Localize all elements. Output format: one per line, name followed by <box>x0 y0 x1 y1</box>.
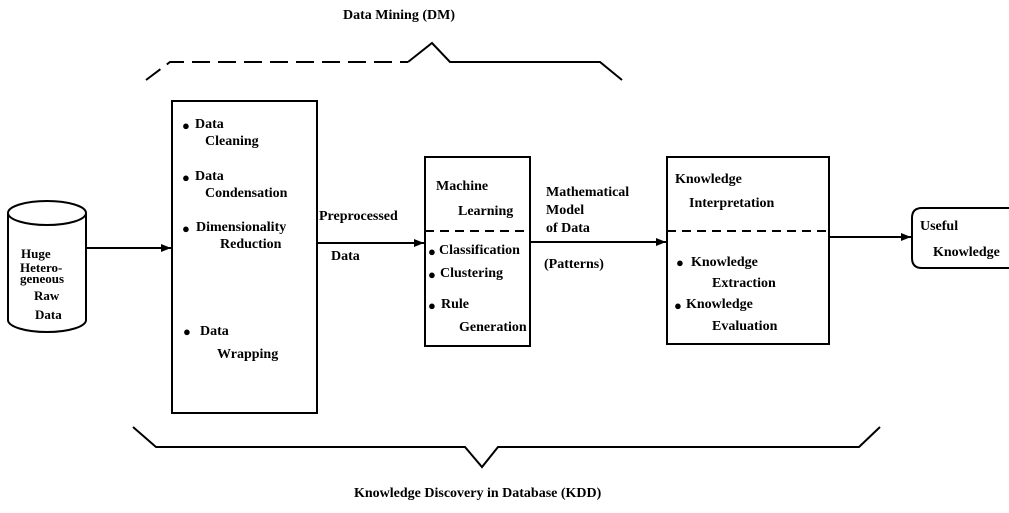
dm-bracket-solid <box>407 41 623 81</box>
ml-title-b: Learning <box>458 204 514 219</box>
raw-data-cylinder <box>7 200 87 333</box>
ml-item2: Clustering <box>440 266 503 281</box>
machine-learning-box <box>424 156 531 347</box>
knowledge-item2-b: Evaluation <box>712 319 778 334</box>
kdd-bracket <box>132 426 881 469</box>
bullet-icon: ● <box>428 298 436 313</box>
raw-data-line2: Hetero- <box>20 260 63 275</box>
bullet-icon: ● <box>676 255 684 270</box>
model-label-4: (Patterns) <box>544 257 604 272</box>
ml-item3-a: Rule <box>441 297 469 312</box>
knowledge-box <box>666 156 830 345</box>
dm-bracket-dashed <box>145 61 408 81</box>
model-label-3: of Data <box>546 221 590 236</box>
bullet-icon: ● <box>674 298 682 313</box>
knowledge-item1-b: Extraction <box>712 276 776 291</box>
ml-item3-b: Generation <box>459 320 527 335</box>
raw-data-line5: Data <box>35 307 62 322</box>
preprocess-item3-b: Reduction <box>220 237 282 252</box>
knowledge-title-b: Interpretation <box>689 196 775 211</box>
preprocess-item2-a: Data <box>195 169 224 184</box>
kdd-title: Knowledge Discovery in Database (KDD) <box>354 486 602 501</box>
raw-data-line4: Raw <box>34 288 60 303</box>
raw-data-line3: geneous <box>20 271 65 286</box>
model-label-1: Mathematical <box>546 185 630 200</box>
knowledge-item2-a: Knowledge <box>686 297 753 312</box>
preprocessing-box <box>171 100 318 414</box>
bullet-icon: ● <box>182 221 190 236</box>
knowledge-title-a: Knowledge <box>675 172 742 187</box>
dm-title: Data Mining (DM) <box>343 8 455 23</box>
bullet-icon: ● <box>428 267 436 282</box>
preprocess-item2-b: Condensation <box>205 186 288 201</box>
ml-item1: Classification <box>439 243 520 258</box>
useful-knowledge-box <box>911 207 1009 269</box>
preprocess-item1-a: Data <box>195 117 224 132</box>
useful-label-2: Knowledge <box>933 245 1000 260</box>
preprocessed-label-2: Data <box>331 249 360 264</box>
preprocess-item4-a: Data <box>200 324 229 339</box>
bullet-icon: ● <box>183 324 191 339</box>
ml-title-a: Machine <box>436 179 489 194</box>
knowledge-item1-a: Knowledge <box>691 255 758 270</box>
bullet-icon: ● <box>182 118 190 133</box>
useful-label-1: Useful <box>920 219 959 234</box>
preprocess-item3-a: Dimensionality <box>196 220 287 235</box>
raw-data-line1: Huge <box>21 246 51 261</box>
preprocess-item1-b: Cleaning <box>205 134 259 149</box>
bullet-icon: ● <box>182 170 190 185</box>
model-label-2: Model <box>546 203 585 218</box>
preprocessed-label-1: Preprocessed <box>319 209 398 224</box>
bullet-icon: ● <box>428 244 436 259</box>
preprocess-item4-b: Wrapping <box>217 347 279 362</box>
